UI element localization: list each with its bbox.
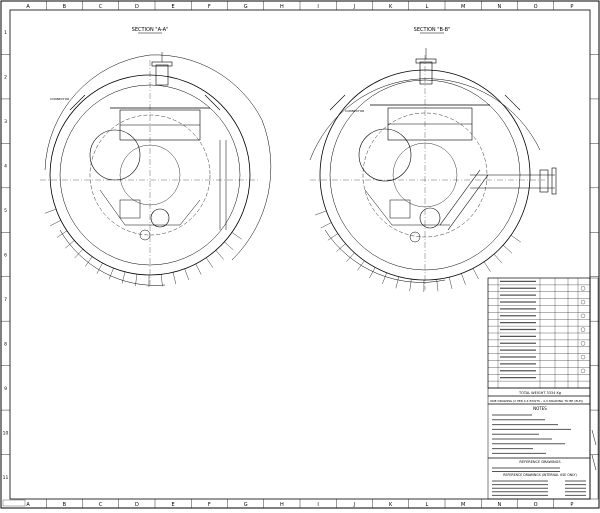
total-weight: TOTAL WEIGHT 3334 Kg [518, 391, 561, 395]
column-label: L [425, 4, 428, 10]
column-label: E [172, 502, 175, 508]
column-label: B [63, 4, 67, 10]
column-label: J [353, 4, 355, 10]
column-label: H [280, 4, 284, 10]
row-label: 5 [4, 208, 7, 214]
section-a-a-title: SECTION "A-A" [132, 27, 169, 33]
column-label: D [135, 502, 139, 508]
column-label: N [498, 502, 502, 508]
column-label: C [99, 4, 103, 10]
column-label: P [570, 502, 573, 508]
column-label: O [534, 4, 538, 10]
ref-title-internal: REFERENCE DRAWINGS (INTERNAL USE ONLY) [503, 473, 576, 477]
row-label: 2 [4, 75, 7, 81]
column-label: A [26, 4, 30, 10]
section-b-b-title: SECTION "B-B" [414, 27, 451, 33]
column-label: C [99, 502, 103, 508]
row-label: 4 [4, 164, 7, 170]
column-label: H [280, 502, 284, 508]
row-label: 3 [4, 119, 7, 125]
column-label: N [498, 4, 502, 10]
column-label: B [63, 502, 67, 508]
row-label: 1 [4, 30, 7, 36]
column-label: L [425, 502, 428, 508]
column-label: G [244, 4, 248, 10]
ref-title: REFERENCE DRAWINGS [519, 460, 561, 464]
column-label: G [244, 502, 248, 508]
row-label: 7 [4, 297, 7, 303]
right-connector-label: CONNECTOR [345, 109, 364, 113]
column-label: E [172, 4, 175, 10]
row-label: 8 [4, 341, 7, 347]
column-label: M [461, 4, 465, 10]
column-label: A [26, 502, 30, 508]
left-connector-label: CONNECTOR [50, 97, 69, 101]
column-label: I [317, 4, 318, 10]
row-label: 9 [4, 386, 7, 392]
notes-title: NOTES [533, 406, 547, 411]
column-label: P [570, 4, 573, 10]
column-label: D [135, 4, 139, 10]
column-label: F [208, 502, 211, 508]
column-label: J [353, 502, 355, 508]
column-label: M [461, 502, 465, 508]
column-label: I [317, 502, 318, 508]
column-label: F [208, 4, 211, 10]
dims-note: ONE DRAWING (2 PER 4.4 EXISTS - 4.3 DRAW… [490, 399, 583, 403]
row-label: 6 [4, 253, 7, 259]
row-label: 10 [3, 430, 9, 436]
column-label: O [534, 502, 538, 508]
row-label: 11 [3, 475, 9, 481]
